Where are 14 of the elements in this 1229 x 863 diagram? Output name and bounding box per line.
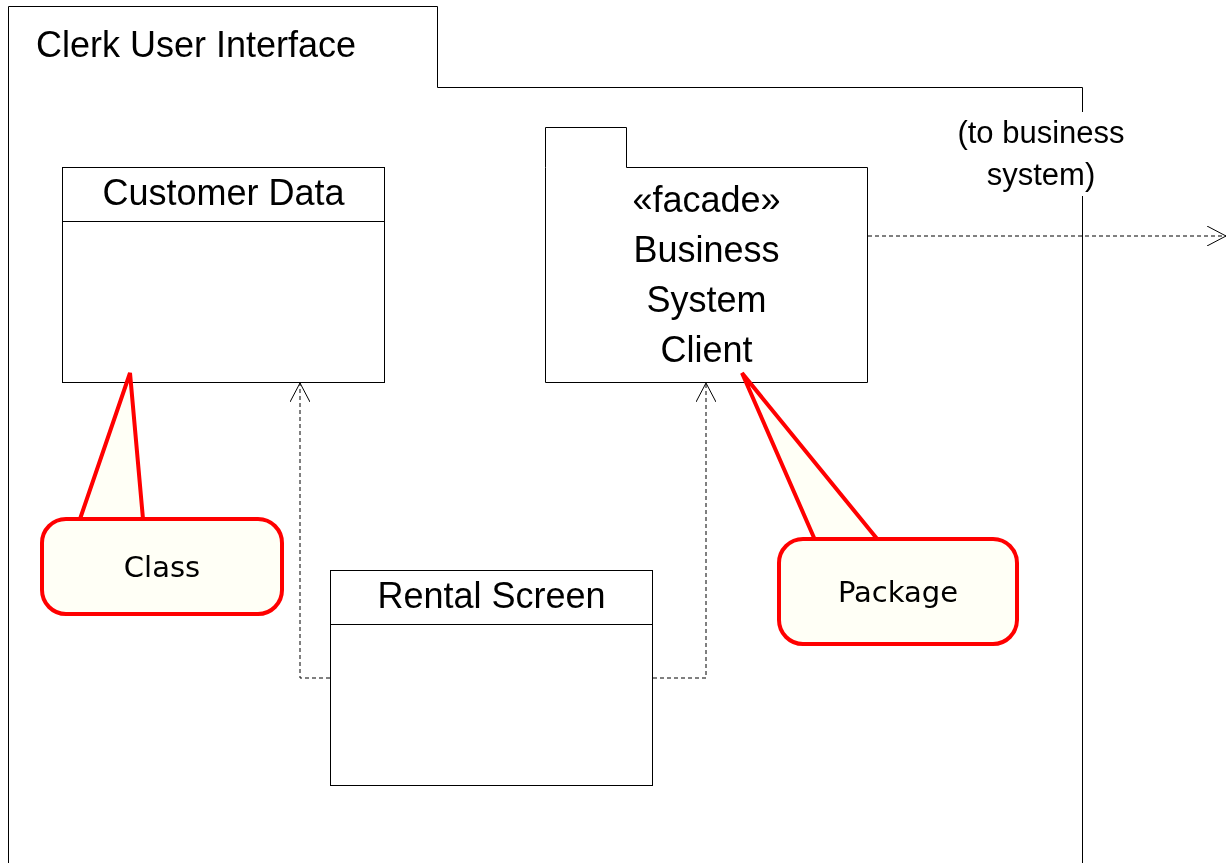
callout-bubble bbox=[777, 537, 1019, 646]
dependency-arrow bbox=[652, 382, 717, 679]
dependency-arrow bbox=[867, 225, 1227, 247]
package-box bbox=[545, 127, 868, 383]
class-name: Customer Data bbox=[63, 168, 384, 222]
class-box bbox=[62, 167, 385, 383]
dependency-arrow bbox=[289, 382, 331, 679]
package-name: Clerk User Interface bbox=[36, 24, 357, 66]
stereotype-label: «facade» bbox=[631, 178, 782, 222]
callout-text: Package bbox=[837, 574, 959, 609]
class-box bbox=[330, 570, 653, 786]
package-name: Business System Client bbox=[632, 228, 781, 372]
callout-text: Class bbox=[123, 549, 201, 584]
class-name: Rental Screen bbox=[331, 571, 652, 625]
